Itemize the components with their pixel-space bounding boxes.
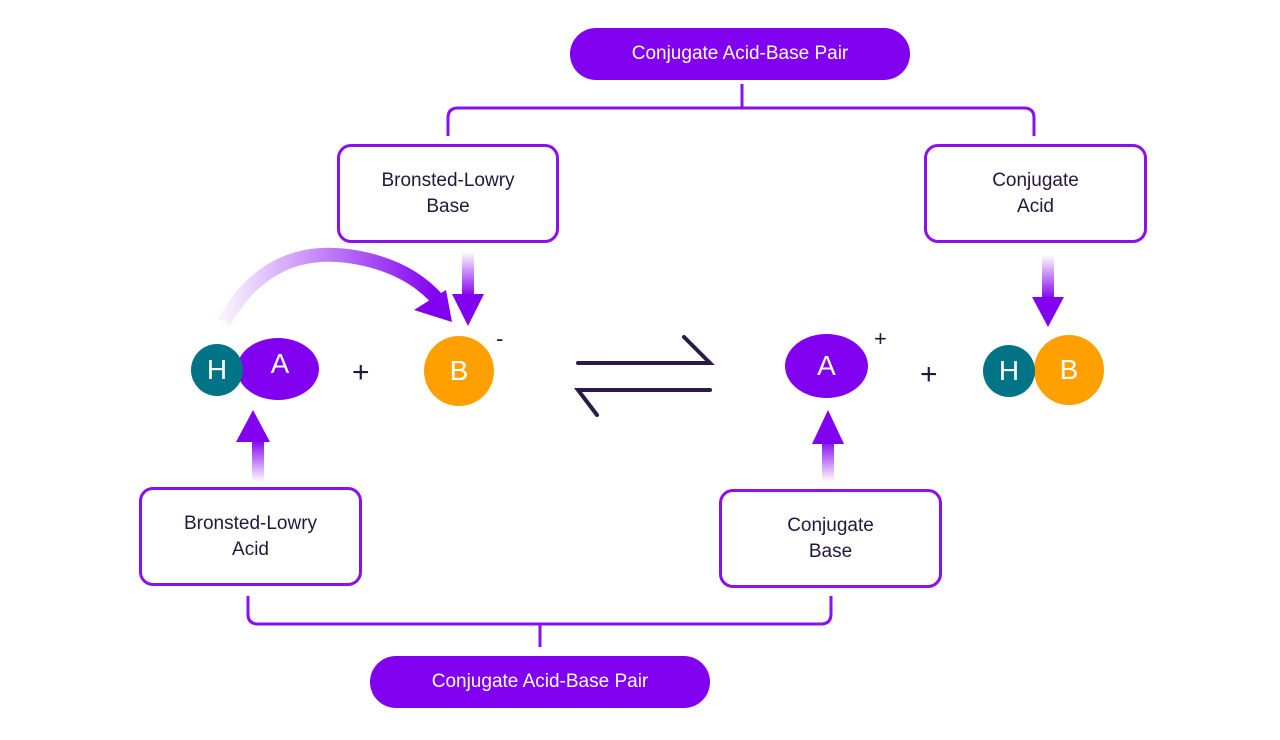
conjugate-pair-label-top: Conjugate Acid-Base Pair (570, 28, 910, 80)
b-atom: B (424, 336, 494, 406)
conjugate-base-box: Conjugate Base (719, 489, 942, 588)
bronsted-lowry-acid-box: Bronsted-Lowry Acid (139, 487, 362, 586)
conjugate-acid-box: Conjugate Acid (924, 144, 1147, 243)
box-label-line2: Acid (232, 538, 269, 560)
arrow-down-to-hb (1032, 255, 1064, 327)
box-label-line2: Base (426, 195, 470, 217)
top-bracket-line (446, 106, 1036, 136)
atom-symbol: B (449, 355, 469, 386)
atom-symbol: B (1059, 354, 1079, 385)
box-label-line2: Base (808, 540, 853, 562)
atom-symbol: H (998, 355, 1020, 386)
b-negative-charge: - (496, 326, 504, 351)
a-positive-charge: + (874, 326, 887, 351)
atom-symbol: A (817, 350, 836, 381)
atom-symbol: H (206, 354, 228, 385)
box-label-line1: Conjugate (992, 169, 1079, 191)
ha-h-atom: H (191, 344, 243, 396)
hb-b-atom: B (1034, 335, 1104, 405)
proton-transfer-arrow (217, 247, 452, 326)
bottom-bracket-line (246, 596, 833, 626)
bronsted-lowry-base-box: Bronsted-Lowry Base (337, 144, 559, 243)
box-label-line1: Bronsted-Lowry (183, 512, 318, 534)
arrow-up-to-ha (236, 410, 270, 482)
ha-a-atom: A (237, 338, 319, 400)
conjugate-pair-label-bottom: Conjugate Acid-Base Pair (370, 656, 710, 708)
a-atom: A (785, 334, 868, 398)
plus-sign-reactants: + (352, 356, 370, 389)
arrow-up-to-a (812, 410, 844, 482)
arrow-down-to-b (452, 252, 484, 326)
atom-symbol: A (270, 348, 290, 379)
box-label-line2: Acid (1017, 195, 1054, 217)
box-label-line1: Conjugate (787, 514, 874, 536)
hb-h-atom: H (983, 345, 1035, 397)
plus-sign-products: + (920, 358, 938, 391)
equilibrium-arrows (573, 335, 715, 417)
box-label-line1: Bronsted-Lowry (381, 169, 515, 191)
